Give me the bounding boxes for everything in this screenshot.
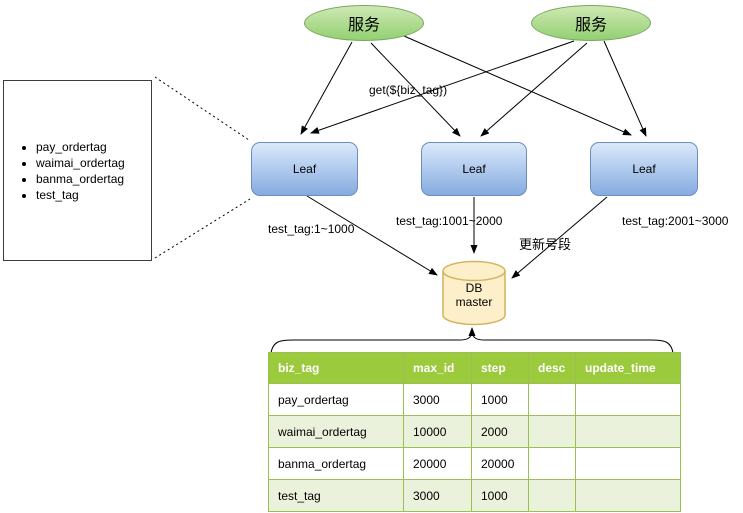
cell-biz-tag: banma_ordertag (268, 447, 404, 480)
biz-tag-list-item: pay_ordertag (36, 139, 125, 155)
cell-step: 2000 (471, 415, 529, 448)
edge-label-segment-leaf3: test_tag:2001~3000 (622, 214, 729, 228)
table-row: waimai_ordertag 10000 2000 (268, 415, 681, 448)
edge-service1-leaf2-arrow (370, 42, 461, 137)
table-row: banma_ordertag 20000 20000 (268, 447, 681, 480)
column-header-max-id: max_id (403, 352, 472, 384)
cell-update-time (575, 383, 681, 416)
column-header-biz-tag: biz_tag (268, 352, 404, 384)
biz-tag-list-item: banma_ordertag (36, 171, 125, 187)
segment-table: biz_tag max_id step desc update_time pay… (268, 352, 681, 512)
column-header-update-time: update_time (575, 352, 681, 384)
biz-tag-list: pay_ordertag waimai_ordertag banma_order… (4, 139, 125, 203)
biz-tag-list-item: test_tag (36, 187, 125, 203)
leaf-node-1: Leaf (251, 142, 358, 196)
edge-service2-leaf2-arrow (480, 42, 588, 137)
cell-biz-tag: pay_ordertag (268, 383, 404, 416)
cell-desc (528, 383, 576, 416)
cell-max-id: 3000 (403, 479, 472, 512)
cell-max-id: 20000 (403, 447, 472, 480)
edge-label-segment-leaf1: test_tag:1~1000 (268, 222, 355, 236)
service-node-1: 服务 (304, 5, 424, 41)
leaf-node-label: Leaf (632, 162, 656, 176)
cell-step: 1000 (471, 383, 529, 416)
edge-leaf3-db-arrow (511, 196, 608, 279)
cell-update-time (575, 479, 681, 512)
edge-label-segment-leaf2: test_tag:1001~2000 (396, 214, 503, 228)
note-callout-bottom-dotted-line (154, 198, 251, 259)
edge-service2-leaf3-arrow (603, 40, 647, 137)
db-cylinder-shape (442, 260, 506, 326)
edge-service2-leaf1-arrow (310, 40, 575, 134)
service-node-label: 服务 (574, 17, 607, 34)
cell-step: 1000 (471, 479, 529, 512)
edge-service1-leaf1-arrow (300, 41, 353, 135)
cell-desc (528, 479, 576, 512)
segment-table-header-row: biz_tag max_id step desc update_time (268, 352, 681, 384)
cell-biz-tag: waimai_ordertag (268, 415, 404, 448)
leaf-node-label: Leaf (292, 162, 317, 176)
cell-max-id: 10000 (403, 415, 472, 448)
cell-max-id: 3000 (403, 383, 472, 416)
table-row: test_tag 3000 1000 (268, 479, 681, 512)
db-label-line2: master (455, 295, 493, 309)
cell-biz-tag: test_tag (268, 479, 404, 512)
biz-tag-list-item: waimai_ordertag (36, 155, 125, 171)
edge-service1-leaf3-arrow (403, 35, 632, 136)
leaf-node-3: Leaf (590, 142, 698, 196)
service-node-2: 服务 (531, 5, 651, 41)
column-header-desc: desc (528, 352, 576, 384)
table-row: pay_ordertag 3000 1000 (268, 383, 681, 416)
edge-label-get-request: get(${biz_tag}) (369, 83, 448, 97)
db-master-label: DB master (443, 281, 505, 309)
cell-update-time (575, 447, 681, 480)
edge-leaf1-db-arrow (306, 195, 438, 276)
note-callout-top-dotted-line (154, 76, 250, 141)
leaf-node-label: Leaf (462, 162, 486, 176)
leaf-node-2: Leaf (421, 142, 527, 196)
edge-label-update-segment: 更新号段 (519, 237, 572, 252)
db-label-line1: DB (465, 281, 483, 295)
column-header-step: step (471, 352, 529, 384)
cell-desc (528, 447, 576, 480)
service-node-label: 服务 (347, 17, 380, 34)
cell-step: 20000 (471, 447, 529, 480)
cell-desc (528, 415, 576, 448)
cell-update-time (575, 415, 681, 448)
biz-tag-note-box: pay_ordertag waimai_ordertag banma_order… (3, 80, 152, 261)
